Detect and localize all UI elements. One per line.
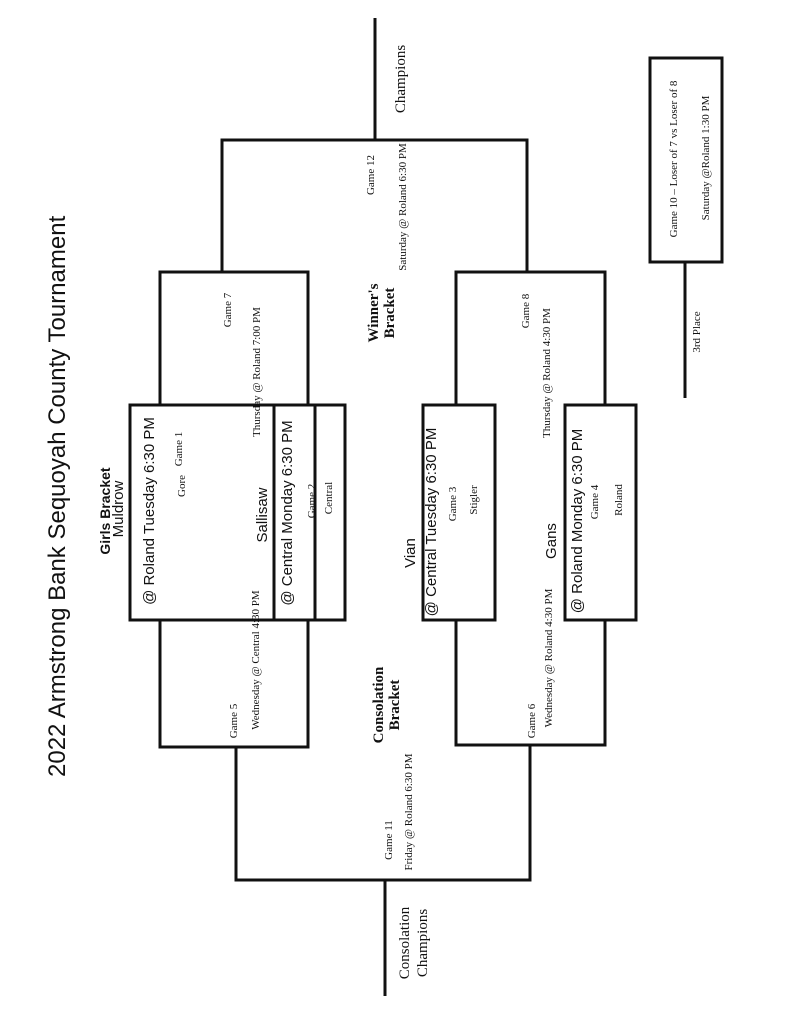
winners-bracket-line-1: Winner's	[366, 283, 382, 343]
game-5-label: Game 5	[228, 703, 240, 739]
team-gore: Gore	[176, 475, 188, 497]
game-8-bracket	[454, 270, 607, 405]
game-7-info: Thursday @ Roland 7:00 PM	[251, 307, 263, 437]
game-12-label: Game 12	[365, 155, 377, 196]
team-muldrow: Muldrow	[110, 480, 127, 538]
game-8-label: Game 8	[520, 293, 532, 329]
consolation-champions-line-2: Champions	[415, 908, 431, 978]
team-roland: Roland	[613, 484, 625, 516]
consolation-champions-label: Consolation Champions	[396, 888, 436, 998]
game-3-label: Game 3	[447, 486, 459, 522]
team-vian: Vian	[402, 538, 419, 568]
game-6-label: Game 6	[526, 703, 538, 739]
game-11-bracket	[234, 745, 532, 882]
consolation-bracket-line-1: Consolation	[371, 666, 387, 744]
consolation-champions-line-1: Consolation	[397, 906, 413, 980]
game-7-label: Game 7	[222, 292, 234, 328]
winners-bracket-line-2: Bracket	[381, 287, 398, 339]
team-stigler: Stigler	[468, 485, 480, 515]
game-12-info: Saturday @ Roland 6:30 PM	[397, 143, 409, 271]
game-5-info: Wednesday @ Central 4:30 PM	[250, 590, 262, 730]
game-10-bracket	[648, 56, 724, 264]
game-2-box	[272, 403, 347, 622]
game-3-site: @ Central Tuesday 6:30 PM	[423, 427, 440, 617]
consolation-bracket-label: Consolation Bracket	[371, 655, 406, 755]
game-3-box	[421, 403, 497, 622]
third-place-label: 3rd Place	[691, 311, 703, 353]
winners-bracket-label: Winner's Bracket	[366, 273, 401, 353]
page-title: 2022 Armstrong Bank Sequoyah County Tour…	[44, 215, 71, 777]
game-4-label: Game 4	[589, 484, 601, 520]
consolation-bracket-line-2: Bracket	[386, 679, 403, 731]
game-11-label: Game 11	[383, 820, 395, 860]
game-11-info: Friday @ Roland 6:30 PM	[403, 753, 415, 871]
game-10-label: Game 10 – Loser of 7 vs Loser of 8	[668, 80, 680, 238]
game-7-bracket	[158, 270, 310, 405]
game-8-info: Thursday @ Roland 4:30 PM	[541, 308, 553, 438]
game-4-box	[563, 403, 638, 622]
game-6-info: Wednesday @ Roland 4:30 PM	[543, 588, 555, 728]
team-sallisaw: Sallisaw	[254, 487, 271, 543]
game-10-info: Saturday @Roland 1:30 PM	[700, 95, 712, 221]
game-4-site: @ Roland Monday 6:30 PM	[569, 428, 586, 614]
champions-label: Champions	[393, 44, 409, 114]
game-5-bracket	[158, 620, 310, 749]
team-central: Central	[323, 481, 335, 515]
game-2-site: @ Central Monday 6:30 PM	[279, 420, 296, 606]
game-1-site: @ Roland Tuesday 6:30 PM	[141, 417, 158, 605]
game-2-label: Game 2	[306, 483, 318, 519]
